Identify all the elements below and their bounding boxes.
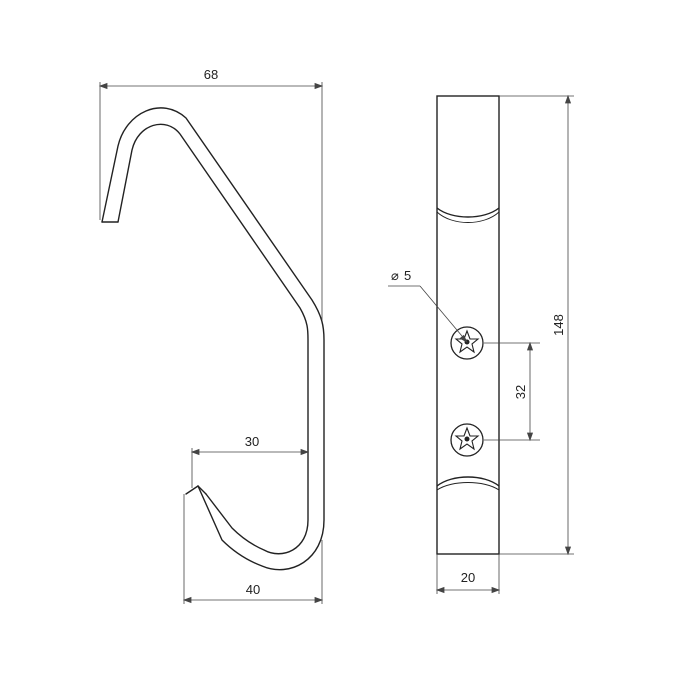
star-icon xyxy=(454,329,480,354)
screw-hole-top xyxy=(450,326,484,360)
dim-plate-width xyxy=(435,554,501,594)
screw-hole-bottom xyxy=(450,423,484,457)
hook-bottom-end-cap-2 xyxy=(185,485,199,495)
hook-bottom-end-cap xyxy=(197,485,207,495)
dim-overall-width xyxy=(98,82,324,320)
plate-upper-bend-2 xyxy=(436,211,500,223)
dim-label-68: 68 xyxy=(204,67,218,82)
dim-label-30: 30 xyxy=(245,434,259,449)
plate-lower-bend-2 xyxy=(436,482,500,491)
dim-label-40: 40 xyxy=(246,582,260,597)
dim-plate-length xyxy=(499,94,574,556)
plate-outline xyxy=(436,95,500,555)
plate-lower-bend xyxy=(436,476,500,487)
plate-upper-bend xyxy=(436,207,500,218)
plate-front-view xyxy=(436,95,500,555)
dim-hole-diameter xyxy=(388,285,468,343)
dim-label-32: 32 xyxy=(513,385,528,399)
hook-outline-inner xyxy=(117,123,309,555)
dim-bottom-span xyxy=(182,494,324,604)
dim-label-148: 148 xyxy=(551,314,566,336)
hook-side-view xyxy=(101,107,325,571)
hook-outline-outer xyxy=(101,107,325,571)
star-icon xyxy=(454,426,480,451)
dim-hole-spacing xyxy=(484,341,540,442)
dim-hook-gap xyxy=(190,448,310,488)
diameter-icon: ⌀ xyxy=(391,268,399,283)
dim-label-20: 20 xyxy=(461,570,475,585)
dim-label-5: 5 xyxy=(404,268,411,283)
